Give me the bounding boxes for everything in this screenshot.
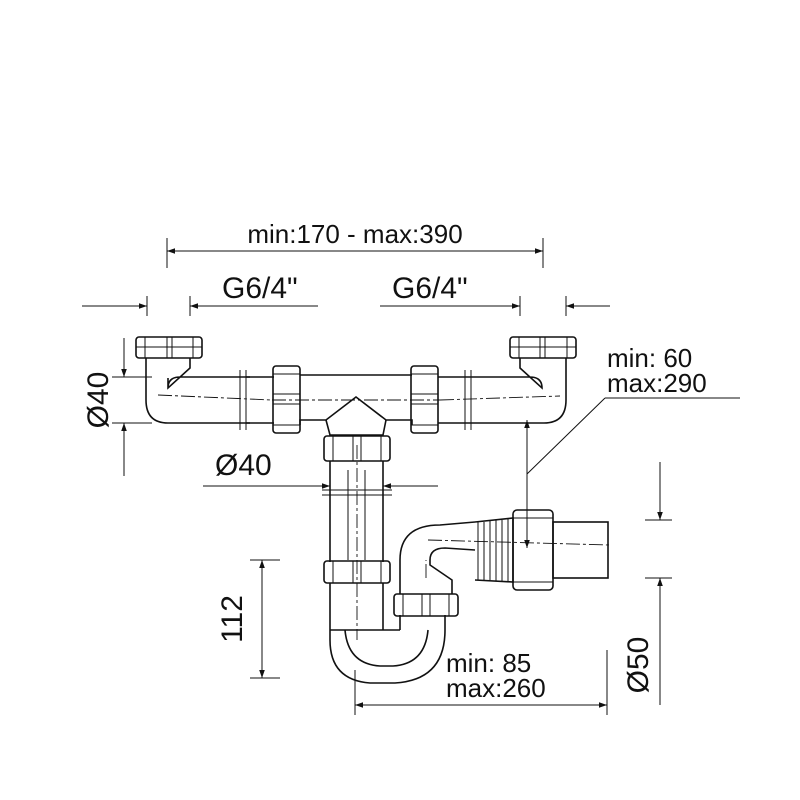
overall-width-dimension bbox=[166, 238, 544, 268]
right-height-dimension bbox=[524, 397, 740, 548]
riser-nut bbox=[393, 593, 459, 617]
outlet-collar bbox=[512, 509, 554, 591]
u-trap bbox=[329, 583, 446, 684]
outlet-length-dimension bbox=[354, 650, 608, 715]
trap-nut bbox=[323, 560, 391, 584]
telescopic-outlet-tube bbox=[474, 517, 514, 583]
center-diameter-label: Ø40 bbox=[215, 449, 272, 482]
right-horizontal-pipe bbox=[438, 370, 561, 430]
overall-width-label: min:170 - max:390 bbox=[247, 219, 462, 249]
outlet-max-label: max:260 bbox=[446, 673, 546, 703]
right-thread-label: G6/4" bbox=[392, 272, 468, 305]
central-tee bbox=[272, 374, 440, 436]
outlet-pipe bbox=[552, 521, 609, 579]
outlet-diameter-label: Ø50 bbox=[622, 637, 655, 694]
outlet-bend bbox=[399, 521, 611, 594]
right-coupling-nut bbox=[410, 365, 439, 434]
tee-outlet-nut bbox=[323, 435, 391, 462]
left-inlet-elbow bbox=[145, 358, 273, 430]
trap-height-dimension bbox=[250, 559, 280, 679]
thread-dimension-lines bbox=[82, 296, 610, 316]
left-inlet-nut bbox=[135, 336, 203, 359]
vertical-dip-tube bbox=[322, 445, 392, 640]
left-diameter-label: Ø40 bbox=[82, 372, 115, 429]
right-height-max-label: max:290 bbox=[607, 368, 707, 398]
left-horizontal-pipe bbox=[246, 376, 274, 424]
right-inlet-nut bbox=[509, 336, 577, 359]
right-height-min-label: min: 60 bbox=[607, 343, 692, 373]
left-thread-label: G6/4" bbox=[222, 272, 298, 305]
right-inlet-elbow bbox=[470, 358, 567, 424]
left-coupling-nut bbox=[272, 365, 301, 434]
trap-height-label: 112 bbox=[216, 595, 249, 643]
outlet-min-label: min: 85 bbox=[446, 648, 531, 678]
outlet-diameter-dimension bbox=[645, 462, 672, 705]
